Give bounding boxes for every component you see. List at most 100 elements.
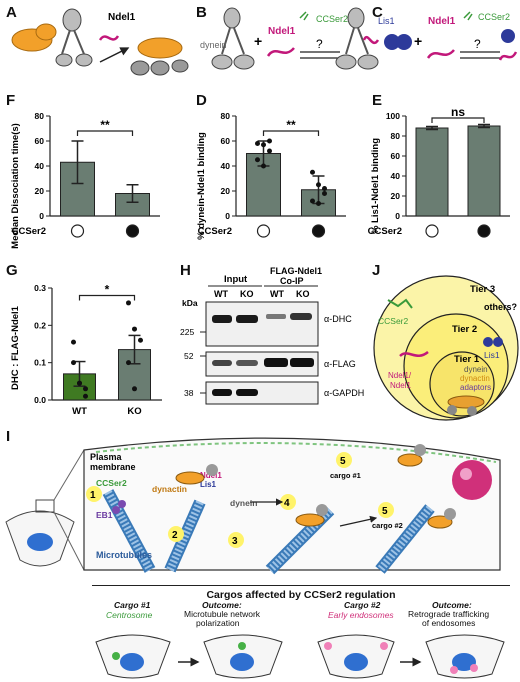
cargo1-subtitle: Centrosome bbox=[106, 610, 153, 620]
y-tick-label: 20 bbox=[391, 191, 401, 201]
y-tick-label: 100 bbox=[386, 111, 400, 121]
band-flag-1 bbox=[212, 360, 232, 366]
ndel1-label-a: Ndel1 bbox=[108, 12, 136, 23]
panel-label-j: J bbox=[372, 262, 381, 279]
lis1-ndel1-complex-c bbox=[498, 29, 518, 61]
membrane-label: membrane bbox=[90, 462, 136, 472]
outcome1-line2: polarization bbox=[196, 618, 240, 628]
x-axis-label: CCSer2 bbox=[368, 226, 402, 237]
ndel1-coil-a bbox=[98, 35, 120, 41]
zoom-line-2 bbox=[53, 511, 85, 571]
ndel1-coil-b bbox=[266, 47, 295, 57]
kda-label: kDa bbox=[182, 298, 198, 308]
blot-dhc-box bbox=[205, 301, 319, 347]
y-tick-label: 60 bbox=[35, 136, 45, 146]
y-tick-label: 20 bbox=[221, 186, 231, 196]
panel-label-c: C bbox=[372, 4, 383, 21]
cargo1-label: cargo #1 bbox=[330, 471, 361, 480]
data-point bbox=[77, 380, 82, 386]
equilibrium-arrows-c bbox=[460, 51, 500, 59]
data-point bbox=[83, 386, 88, 392]
data-point bbox=[267, 138, 272, 144]
tier2-label: Tier 2 bbox=[452, 324, 477, 335]
blot-ip-label: FLAG-Ndel1 bbox=[270, 266, 322, 276]
ccser2-label-b: CCSer2 bbox=[316, 14, 348, 24]
y-tick-label: 0 bbox=[395, 211, 400, 221]
step-1-circle bbox=[86, 486, 102, 502]
dynactin-shape-j bbox=[447, 395, 485, 409]
band-flag-3 bbox=[264, 358, 288, 367]
data-point bbox=[126, 300, 131, 306]
panel-label-d: D bbox=[196, 92, 207, 109]
ccser2-present-marker bbox=[477, 224, 491, 238]
dynein-label-i: dynein bbox=[230, 498, 257, 508]
lis1-label-c: Lis1 bbox=[378, 16, 395, 26]
outcome1-title: Outcome: bbox=[202, 600, 242, 610]
outcome2-line1: Retrograde trafficking bbox=[408, 609, 490, 619]
y-tick-label: 80 bbox=[221, 111, 231, 121]
small-cell-icon bbox=[5, 499, 75, 567]
cargo2-title: Cargo #2 bbox=[344, 600, 381, 610]
cargo-row: Cargo #1 Centrosome Outcome: Microtubule… bbox=[92, 600, 512, 680]
dynein-motor-b2 bbox=[335, 7, 379, 70]
data-point bbox=[255, 141, 260, 146]
ndel1-coil-j bbox=[399, 350, 429, 358]
step-5a-label: 5 bbox=[340, 456, 346, 467]
dynein-label-b: dynein bbox=[200, 40, 227, 50]
cell-cargo2-before bbox=[317, 634, 395, 679]
others-label: others? bbox=[484, 302, 517, 312]
ndel1-coil-c bbox=[426, 49, 455, 59]
step-1-label: 1 bbox=[90, 490, 96, 501]
significance-label: ** bbox=[100, 118, 110, 132]
ccser2-absent-marker bbox=[256, 224, 271, 238]
dynactin-label-j: dynactin bbox=[460, 374, 490, 383]
transported-complex-2 bbox=[397, 444, 426, 467]
x-tick-label: KO bbox=[127, 406, 141, 417]
band-dhc-4 bbox=[290, 313, 312, 320]
y-tick-label: 60 bbox=[221, 136, 231, 146]
ccser2-absent-marker bbox=[425, 224, 439, 238]
step-4-label: 4 bbox=[284, 498, 290, 509]
outcome1-line1: Microtubule network bbox=[184, 609, 261, 619]
dynein-head-j1 bbox=[447, 405, 457, 415]
significance-bracket bbox=[431, 117, 485, 123]
ndel1-bound-b bbox=[362, 35, 380, 45]
cargo1-title: Cargo #1 bbox=[114, 600, 151, 610]
step-3-label: 3 bbox=[232, 536, 238, 547]
transported-complex-1 bbox=[295, 504, 328, 527]
lis1-dot-1 bbox=[483, 337, 493, 347]
band-flag-2 bbox=[236, 360, 258, 366]
row-dhc-label: α-DHC bbox=[324, 314, 352, 324]
panel-label-e: E bbox=[372, 92, 383, 109]
dynein-dynactin-complex-a2 bbox=[130, 37, 189, 76]
cargo-cells bbox=[95, 634, 505, 679]
dynein-motor-b1 bbox=[211, 7, 255, 70]
panel-label-b: B bbox=[196, 4, 207, 21]
dynein-dynactin-i bbox=[175, 464, 218, 485]
cell-cargo1-after bbox=[203, 634, 283, 679]
y-tick-label: 80 bbox=[391, 131, 401, 141]
data-point bbox=[310, 198, 315, 204]
endosome-highlight bbox=[460, 468, 472, 480]
lis1-label-i: Lis1 bbox=[200, 480, 217, 489]
microtubule-4 bbox=[375, 504, 435, 574]
x-axis-label: CCSer2 bbox=[12, 226, 46, 237]
adaptors-label-j: adaptors bbox=[460, 383, 491, 392]
data-point bbox=[138, 337, 143, 343]
panel-label-a: A bbox=[6, 4, 17, 21]
data-point bbox=[316, 201, 321, 206]
data-point bbox=[261, 142, 266, 148]
eb1-dot-1 bbox=[112, 506, 120, 514]
y-tick-label: 0.3 bbox=[34, 283, 46, 293]
data-point bbox=[322, 191, 327, 196]
band-gapdh-2 bbox=[236, 389, 258, 396]
plus-b: + bbox=[254, 33, 262, 49]
lane-4-label: KO bbox=[296, 289, 310, 299]
bar-1 bbox=[467, 125, 501, 217]
y-tick-label: 0 bbox=[225, 211, 230, 221]
step-2-circle bbox=[168, 526, 184, 542]
data-point bbox=[83, 393, 88, 399]
data-point bbox=[71, 360, 76, 366]
cell-cargo1-before bbox=[95, 634, 171, 679]
